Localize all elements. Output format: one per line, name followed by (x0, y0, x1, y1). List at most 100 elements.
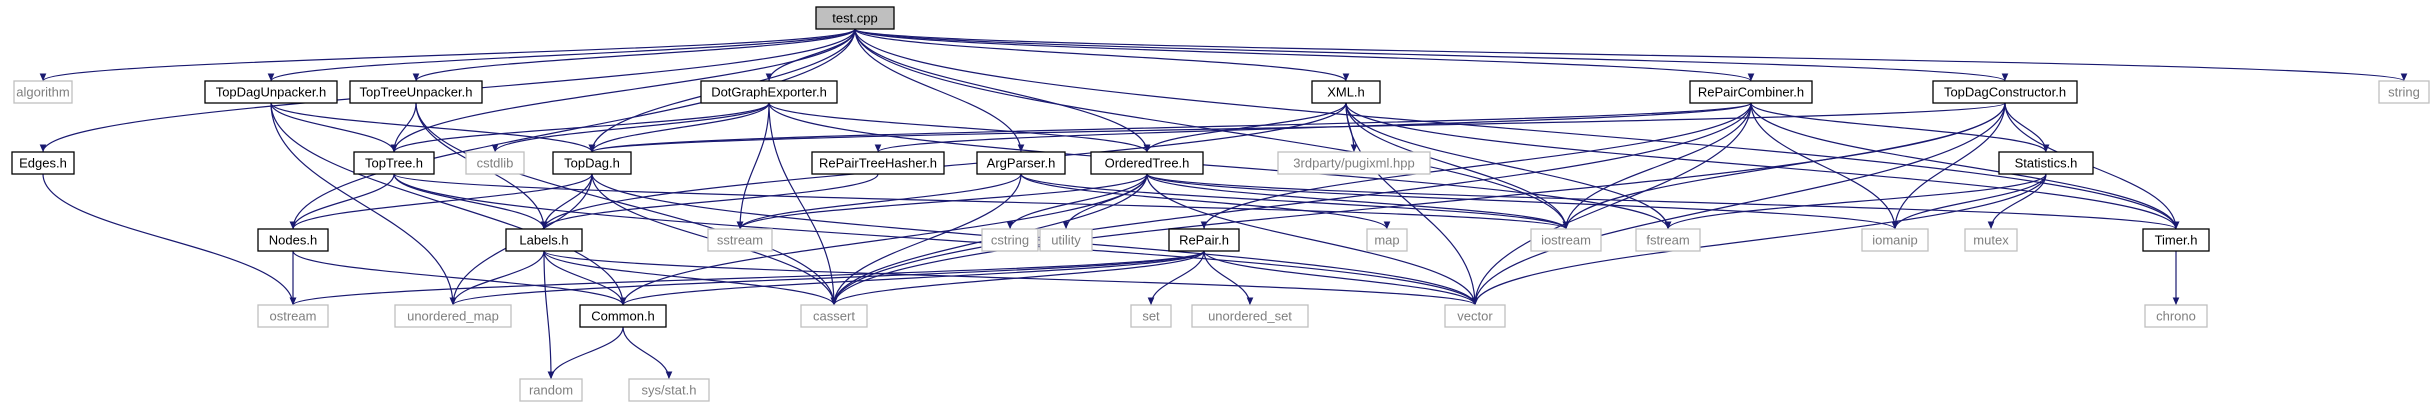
node-box (579, 304, 667, 328)
edge-test_cpp-to-RePairCombiner_h (854, 28, 1755, 82)
node-box (552, 151, 632, 175)
node-box (700, 80, 838, 104)
edge-Common_h-to-sys_stat_h (622, 326, 673, 380)
node-vector: vector (1444, 304, 1506, 328)
edge-test_cpp-to-Timer_h (854, 28, 2180, 230)
edge-DotGraphExporter_h-to-sstream (736, 102, 770, 230)
node-Nodes_h[interactable]: Nodes.h (257, 228, 329, 252)
edge-RePairCombiner_h-to-TopDag_h (589, 102, 1752, 153)
node-RePair_h[interactable]: RePair.h (1168, 228, 1240, 252)
edge-TopDagUnpacker_h-to-TopDag_h (270, 102, 596, 153)
edge-Labels_h-to-vector (543, 250, 1479, 306)
edge-test_cpp-to-TopDagConstructor_h (854, 28, 2008, 82)
node-label: ostream (270, 309, 317, 324)
node-box (1689, 80, 1813, 104)
node-Edges_h[interactable]: Edges.h (11, 151, 75, 175)
node-box (1530, 228, 1602, 252)
node-set: set (1130, 304, 1172, 328)
edge-RePair_h-to-unordered_set (1203, 250, 1254, 306)
node-box (394, 304, 512, 328)
node-label: RePairTreeHasher.h (819, 156, 937, 171)
node-string: string (2378, 80, 2430, 104)
node-label: Labels.h (519, 233, 568, 248)
node-box (353, 151, 435, 175)
edge-test_cpp-to-XML_h (854, 28, 1350, 82)
node-map: map (1366, 228, 1408, 252)
node-label: algorithm (16, 85, 69, 100)
node-unordered_set: unordered_set (1191, 304, 1309, 328)
node-RePairTreeHasher_h[interactable]: RePairTreeHasher.h (811, 151, 945, 175)
node-DotGraphExporter_h[interactable]: DotGraphExporter.h (700, 80, 838, 104)
node-label: XML.h (1327, 85, 1365, 100)
node-label: cassert (813, 309, 855, 324)
node-TopTreeUnpacker_h[interactable]: TopTreeUnpacker.h (349, 80, 483, 104)
node-test_cpp[interactable]: test.cpp (815, 6, 895, 30)
node-TopDagConstructor_h[interactable]: TopDagConstructor.h (1932, 80, 2078, 104)
node-box (1311, 80, 1381, 104)
node-algorithm: algorithm (13, 80, 73, 104)
node-fstream: fstream (1635, 228, 1701, 252)
edge-TopDagConstructor_h-to-TopDag_h (589, 102, 2006, 153)
node-ArgParser_h[interactable]: ArgParser.h (976, 151, 1066, 175)
edge-DotGraphExporter_h-to-cassert (768, 102, 838, 306)
edge-TopTree_h-to-Nodes_h (289, 173, 395, 230)
edge-XML_h-to-OrderedTree_h (1143, 102, 1347, 153)
node-box (815, 6, 895, 30)
node-OrderedTree_h[interactable]: OrderedTree.h (1090, 151, 1204, 175)
edge-DotGraphExporter_h-to-TopTree_h (390, 102, 770, 153)
node-label: map (1374, 233, 1399, 248)
edge-test_cpp-to-string (854, 28, 2407, 82)
node-box (1191, 304, 1309, 328)
node-label: TopDag.h (564, 156, 620, 171)
edge-test_cpp-to-TopTree_h (390, 28, 856, 153)
node-label: fstream (1646, 233, 1689, 248)
node-label: RePairCombiner.h (1698, 85, 1804, 100)
node-Timer_h[interactable]: Timer.h (2142, 228, 2210, 252)
edge-TopTree_h-to-Labels_h (393, 173, 548, 230)
node-Statistics_h[interactable]: Statistics.h (1998, 151, 2094, 175)
edge-Labels_h-to-random (543, 250, 555, 380)
node-Common_h[interactable]: Common.h (579, 304, 667, 328)
node-cstdlib: cstdlib (465, 151, 525, 175)
node-TopDag_h[interactable]: TopDag.h (552, 151, 632, 175)
node-box (811, 151, 945, 175)
edge-RePairCombiner_h-to-vector (1471, 102, 1752, 306)
edge-test_cpp-to-Nodes_h (289, 28, 856, 230)
node-box (465, 151, 525, 175)
edge-TopTree_h-to-vector (393, 173, 1479, 306)
edge-TopTree_h-to-iostream (393, 173, 1569, 230)
edge-OrderedTree_h-to-iostream (1146, 173, 1570, 230)
edge-RePair_h-to-ostream (289, 250, 1205, 306)
node-box (1366, 228, 1408, 252)
edge-test_cpp-to-TopTreeUnpacker_h (412, 28, 856, 82)
edge-Common_h-to-random (547, 326, 624, 380)
node-box (976, 151, 1066, 175)
node-label: chrono (2156, 309, 2196, 324)
node-Labels_h[interactable]: Labels.h (505, 228, 583, 252)
node-label: TopDagConstructor.h (1944, 85, 2066, 100)
node-unordered_map: unordered_map (394, 304, 512, 328)
node-XML_h[interactable]: XML.h (1311, 80, 1381, 104)
node-box (1039, 228, 1093, 252)
node-ostream: ostream (257, 304, 329, 328)
node-TopDagUnpacker_h[interactable]: TopDagUnpacker.h (204, 80, 338, 104)
edge-RePairCombiner_h-to-RePair_h (1200, 102, 1752, 230)
node-TopTree_h[interactable]: TopTree.h (353, 151, 435, 175)
node-box (707, 228, 773, 252)
node-label: Nodes.h (269, 233, 317, 248)
node-label: sys/stat.h (642, 383, 697, 398)
node-RePairCombiner_h[interactable]: RePairCombiner.h (1689, 80, 1813, 104)
node-box (1932, 80, 2078, 104)
edge-TopDag_h-to-Nodes_h (289, 173, 593, 230)
edge-ArgParser_h-to-cassert (830, 173, 1022, 306)
edge-TopDagUnpacker_h-to-TopTree_h (270, 102, 398, 153)
node-mutex: mutex (1964, 228, 2018, 252)
edge-DotGraphExporter_h-to-TopDag_h (588, 102, 770, 153)
node-box (628, 378, 710, 402)
edge-Statistics_h-to-iomanip (1891, 173, 2047, 230)
node-cstring: cstring (981, 228, 1039, 252)
edge-Labels_h-to-unordered_map (449, 250, 545, 306)
node-label: DotGraphExporter.h (711, 85, 827, 100)
